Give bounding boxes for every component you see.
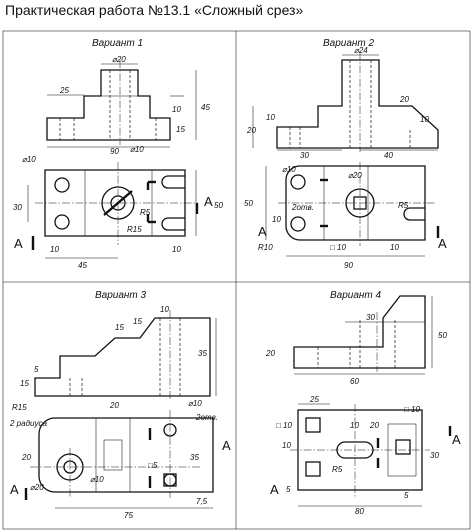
v2-dim-2otv: 2отв. (291, 203, 314, 212)
v2-dim-90: 90 (344, 261, 353, 270)
v1-dim-d20: ⌀20 (112, 55, 126, 64)
v3-dim-35b: 35 (190, 453, 199, 462)
v4-dim-10b: 10 (282, 441, 291, 450)
v1-dim-50: 50 (214, 201, 223, 210)
v3-dim-5: 5 (34, 365, 39, 374)
v4-dim-r5: R5 (332, 465, 343, 474)
v1-dim-r5: R5 (140, 208, 151, 217)
v4-dim-5b: 5 (404, 491, 409, 500)
v4-dim-20: 20 (265, 349, 275, 358)
v4-dim-30b: 30 (430, 451, 439, 460)
variant-2-label: Вариант 2 (323, 38, 375, 49)
v3-dim-35: 35 (198, 349, 207, 358)
v3-section-left: А (10, 482, 19, 497)
v1-dim-d10b: ⌀10 (130, 145, 144, 154)
v3-dim-d10a: ⌀10 (188, 399, 202, 408)
v2-dim-sq10: □ 10 (330, 243, 347, 252)
v1-dim-r15: R15 (127, 225, 142, 234)
v1-dim-45b: 45 (78, 261, 87, 270)
v2-dim-10a: 10 (266, 113, 275, 122)
v3-dim-20a: 20 (109, 401, 119, 410)
v2-dim-30: 30 (300, 151, 309, 160)
v3-dim-20b: 20 (21, 453, 31, 462)
variant-4-drawing: Вариант 4 30 50 20 60 25 10 20 □ 10 10 3… (265, 290, 461, 516)
v4-dim-80: 80 (355, 507, 364, 516)
v2-dim-20a: 20 (246, 126, 256, 135)
v4-section-left: А (270, 482, 279, 497)
v4-dim-25: 25 (309, 395, 319, 404)
variant-1-label: Вариант 1 (92, 38, 143, 49)
v4-dim-20: 20 (369, 421, 379, 430)
v3-dim-2rad: 2 радиуса (9, 419, 47, 428)
v3-dim-7-5: 7,5 (196, 497, 208, 506)
v4-dim-60: 60 (350, 377, 359, 386)
v1-dim-10a: 10 (50, 245, 59, 254)
v2-dim-d10: ⌀10 (282, 165, 296, 174)
v4-section-right: А (452, 432, 461, 447)
v3-dim-15c: 15 (20, 379, 29, 388)
v1-dim-30: 30 (13, 203, 22, 212)
v4-dim-10a: 10 (350, 421, 359, 430)
panel-grid (2, 30, 471, 530)
v3-dim-r15: R15 (12, 403, 27, 412)
page-title: Практическая работа №13.1 «Сложный срез» (5, 2, 304, 18)
v2-dim-10b: 10 (420, 115, 429, 124)
v4-dim-sq10a: □ 10 (276, 421, 293, 430)
v1-section-right: А (204, 194, 213, 209)
variant-4-label: Вариант 4 (330, 290, 382, 301)
v2-section-right: А (438, 236, 447, 251)
v1-dim-45: 45 (201, 103, 210, 112)
v2-dim-50: 50 (244, 199, 253, 208)
v3-dim-sq5: □5 (148, 461, 158, 470)
v3-dim-15a: 15 (115, 323, 124, 332)
v1-dim-90: 90 (110, 147, 119, 156)
v3-dim-d20: ⌀20 (30, 483, 44, 492)
v2-section-left: А (258, 224, 267, 239)
v4-dim-30: 30 (366, 313, 375, 322)
v1-dim-10b: 10 (172, 245, 181, 254)
v3-dim-d10b: ⌀10 (90, 475, 104, 484)
v2-dim-10b: 10 (390, 243, 399, 252)
variant-3-drawing: Вариант 3 15 15 10 35 15 5 R15 2 радиуса… (9, 290, 231, 520)
v2-dim-r10: R10 (258, 243, 273, 252)
v1-dim-15: 15 (176, 125, 185, 134)
v3-dim-75: 75 (124, 511, 133, 520)
v2-dim-40: 40 (384, 151, 393, 160)
variant-1-drawing: Вариант 1 ⌀20 25 45 10 15 90 (13, 38, 223, 270)
v4-dim-sq10b: □ 10 (404, 405, 421, 414)
v2-dim-10a: 10 (272, 215, 281, 224)
variant-2-drawing: Вариант 2 ⌀24 20 20 10 10 30 40 ⌀10 ⌀2 (244, 38, 447, 270)
v3-dim-15b: 15 (133, 317, 142, 326)
v1-dim-10: 10 (172, 105, 181, 114)
v2-dim-20b: 20 (399, 95, 409, 104)
v4-dim-5a: 5 (286, 485, 291, 494)
v3-section-right: А (222, 438, 231, 453)
v1-section-left: А (14, 236, 23, 251)
v3-dim-2otv: 2отв. (195, 413, 218, 422)
v2-dim-d20: ⌀20 (348, 171, 362, 180)
v4-dim-50: 50 (438, 331, 447, 340)
v1-dim-d10a: ⌀10 (22, 155, 36, 164)
v2-dim-r5: R5 (398, 201, 409, 210)
variant-3-label: Вариант 3 (95, 290, 147, 301)
v3-dim-10: 10 (160, 305, 169, 314)
v2-dim-d24: ⌀24 (354, 46, 368, 55)
v1-dim-25: 25 (59, 86, 69, 95)
